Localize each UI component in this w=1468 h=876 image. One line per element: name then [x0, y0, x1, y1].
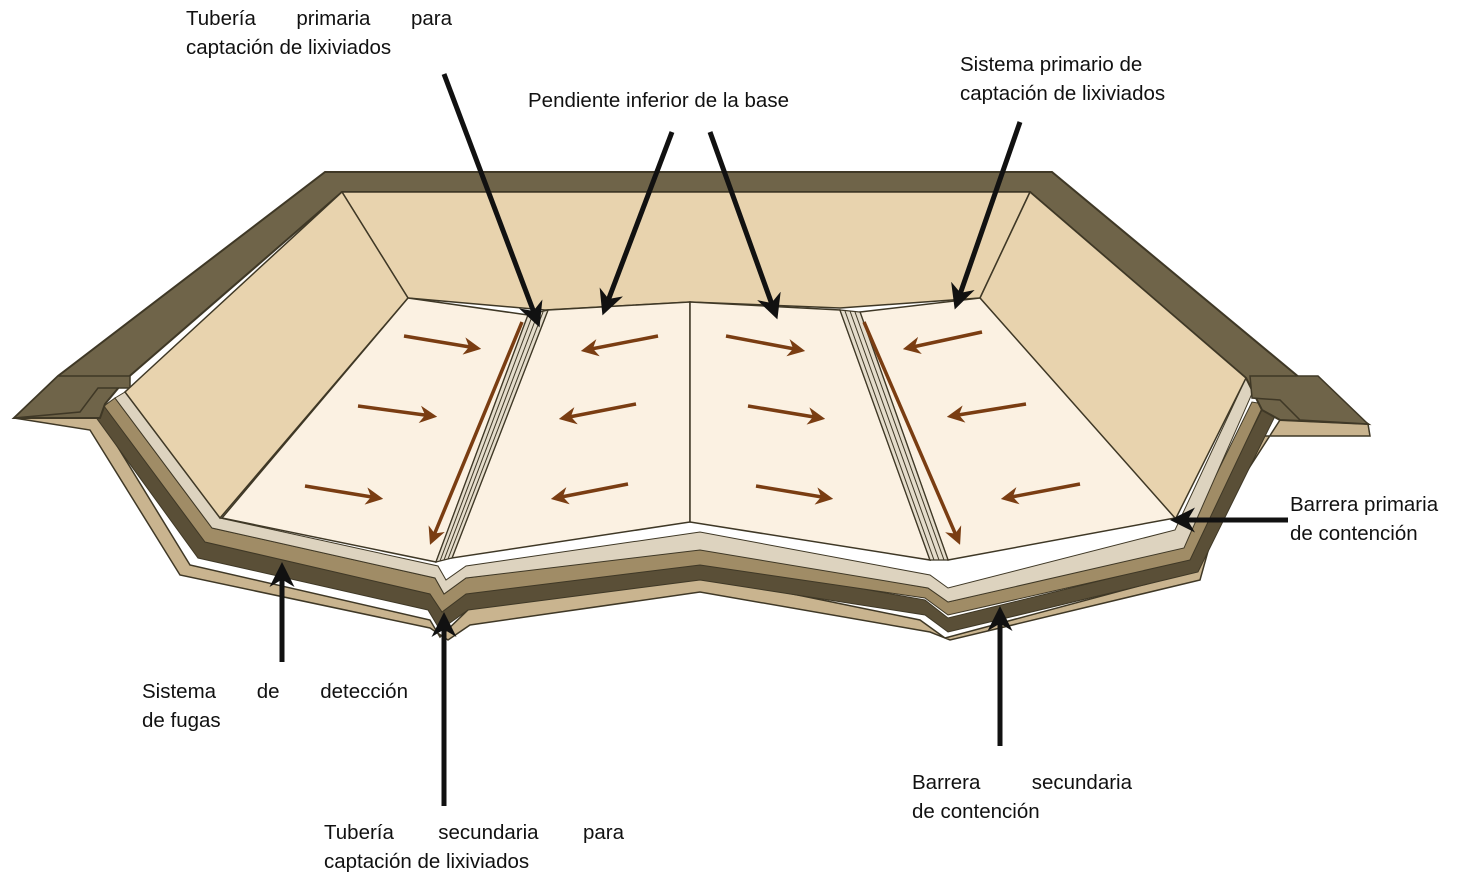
flow-arrow-left	[558, 402, 637, 425]
pointer-slope-left	[599, 131, 675, 316]
flow-arrow-right	[403, 334, 482, 355]
pointer-primary-system	[951, 121, 1023, 310]
flow-arrow-right	[304, 484, 384, 505]
containment-rim	[11, 171, 1372, 426]
trench-line	[439, 313, 534, 562]
flow-arrow-left	[902, 330, 983, 354]
back-wall	[340, 191, 1032, 311]
flow-arrow-right	[755, 484, 834, 505]
label-primary-system: Sistema primario de captación de lixivia…	[960, 53, 1166, 105]
trench-line	[854, 311, 945, 561]
label-primary-barrier: Barrera primaria de contención	[1290, 493, 1439, 545]
label-secondary-barrier: Barrera secundaria de contención	[912, 771, 1132, 823]
flow-arrow-left	[946, 402, 1027, 423]
left-wall	[123, 190, 409, 520]
label-leak-detection: Sistema de detección de fugas	[142, 680, 408, 732]
flow-arrows	[304, 321, 1081, 545]
pipe-flow-arrow	[862, 321, 962, 545]
label-primary-pipe: Tubería primaria para captación de lixiv…	[186, 7, 452, 59]
rim-step-left	[11, 375, 131, 419]
trench-line	[844, 310, 935, 561]
label-secondary-pipe: Tubería secundaria para captación de lix…	[324, 821, 624, 873]
label-bottom-slope: Pendiente inferior de la base	[528, 89, 789, 112]
rim-step-right	[1249, 375, 1370, 425]
flow-arrow-right	[725, 334, 806, 357]
trench-line	[443, 312, 539, 561]
flow-arrow-left	[550, 482, 629, 505]
pointer-slope-right	[707, 131, 781, 320]
pipe-flow-arrow	[428, 321, 524, 545]
trench-line	[849, 310, 940, 561]
flow-arrow-right	[357, 404, 438, 424]
flow-arrow-right	[747, 404, 826, 425]
pointer-arrows	[269, 73, 1288, 806]
trench-line	[447, 311, 544, 560]
flow-arrow-left	[1000, 482, 1081, 505]
flow-arrow-left	[580, 334, 659, 357]
pointer-primary-pipe	[441, 73, 543, 328]
floor-panels	[220, 297, 1177, 563]
